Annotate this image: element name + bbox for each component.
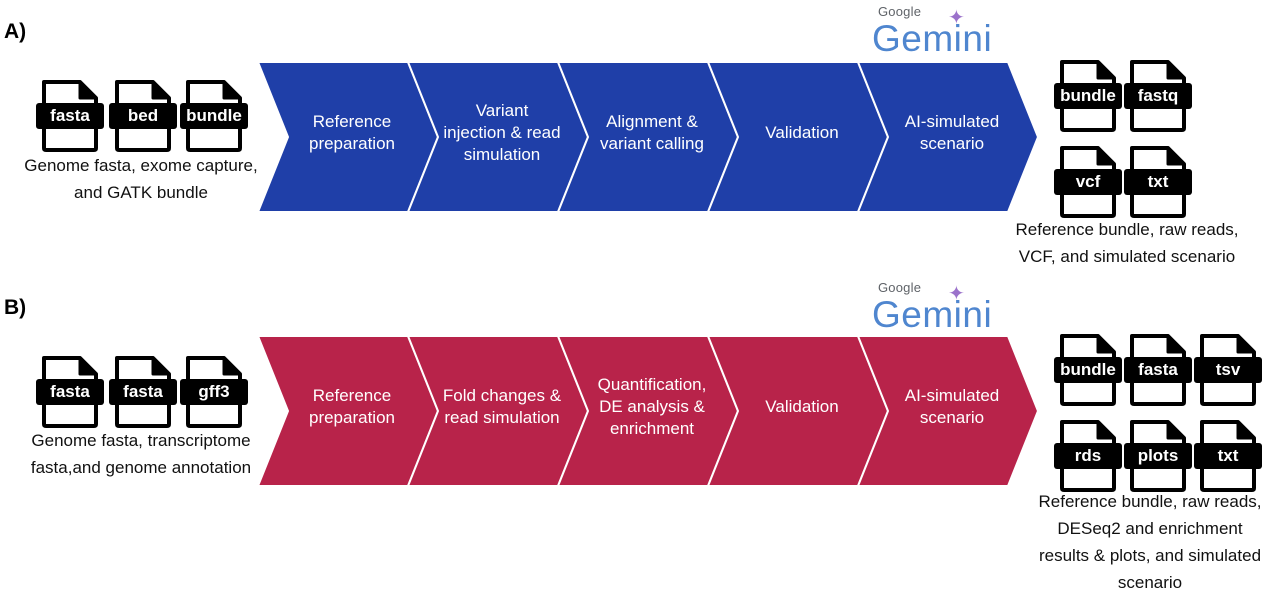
pipeline-step-arrow — [856, 335, 1040, 487]
input-file-icon: fasta — [36, 80, 104, 152]
output-file-icon: plots — [1124, 420, 1192, 492]
input-file-icon: gff3 — [180, 356, 248, 428]
file-type-label: fasta — [36, 103, 104, 129]
gemini-wordmark: Gemini — [872, 294, 993, 335]
sparkle-icon: ✦ — [948, 283, 965, 305]
input-file-icon: bed — [109, 80, 177, 152]
pipeline-step-label: Reference preparation — [308, 112, 395, 153]
file-type-label: bundle — [180, 103, 248, 129]
pipeline-step-arrow — [856, 61, 1040, 213]
input-file-icon: fasta — [36, 356, 104, 428]
file-type-label: txt — [1194, 443, 1262, 469]
pipeline-step-label: Fold changes & read simulation — [442, 386, 562, 427]
google-wordmark: Google — [878, 280, 922, 295]
output-caption-b: Reference bundle, raw reads, DESeq2 and … — [1038, 492, 1262, 592]
output-file-icon: bundle — [1054, 334, 1122, 406]
output-file-icon: txt — [1124, 146, 1192, 218]
pipeline-step-label: AI-simulated scenario — [904, 386, 1000, 427]
pipeline-step-label: Validation — [765, 397, 839, 416]
file-type-label: fastq — [1124, 83, 1192, 109]
output-file-icon: rds — [1054, 420, 1122, 492]
output-file-icon: tsv — [1194, 334, 1262, 406]
output-file-icon: txt — [1194, 420, 1262, 492]
file-type-label: tsv — [1194, 357, 1262, 383]
pipeline-step-label: Validation — [765, 123, 839, 142]
output-caption-a: Reference bundle, raw reads, VCF, and si… — [1015, 220, 1239, 266]
file-type-label: bundle — [1054, 83, 1122, 109]
input-file-icon: fasta — [109, 356, 177, 428]
file-type-label: plots — [1124, 443, 1192, 469]
google-wordmark: Google — [878, 4, 922, 19]
file-type-label: bundle — [1054, 357, 1122, 383]
input-caption-a: Genome fasta, exome capture, and GATK bu… — [24, 156, 258, 202]
file-type-label: vcf — [1054, 169, 1122, 195]
pipeline-step-label: Reference preparation — [308, 386, 395, 427]
panel-b-label: B) — [4, 296, 27, 319]
file-type-label: rds — [1054, 443, 1122, 469]
panel-a-label: A) — [4, 20, 27, 43]
file-type-label: gff3 — [180, 379, 248, 405]
file-type-label: fasta — [109, 379, 177, 405]
input-caption-b: Genome fasta, transcriptome fasta,and ge… — [30, 431, 252, 477]
gemini-wordmark: Gemini — [872, 18, 993, 59]
gemini-logo-a: Google ✦ Gemini — [872, 4, 1002, 66]
gemini-logo-b: Google ✦ Gemini — [872, 280, 1002, 342]
file-type-label: txt — [1124, 169, 1192, 195]
file-type-label: bed — [109, 103, 177, 129]
input-file-icon: bundle — [180, 80, 248, 152]
pipeline-step-label: AI-simulated scenario — [904, 112, 1000, 153]
file-type-label: fasta — [1124, 357, 1192, 383]
pipeline-step-label: Quantification, DE analysis & enrichment — [597, 375, 707, 438]
output-file-icon: bundle — [1054, 60, 1122, 132]
output-file-icon: fasta — [1124, 334, 1192, 406]
pipeline-step-label: Alignment & variant calling — [600, 112, 704, 153]
output-file-icon: fastq — [1124, 60, 1192, 132]
output-file-icon: vcf — [1054, 146, 1122, 218]
file-type-label: fasta — [36, 379, 104, 405]
pipeline-step-label: Variant injection & read simulation — [443, 101, 561, 164]
sparkle-icon: ✦ — [948, 7, 965, 29]
